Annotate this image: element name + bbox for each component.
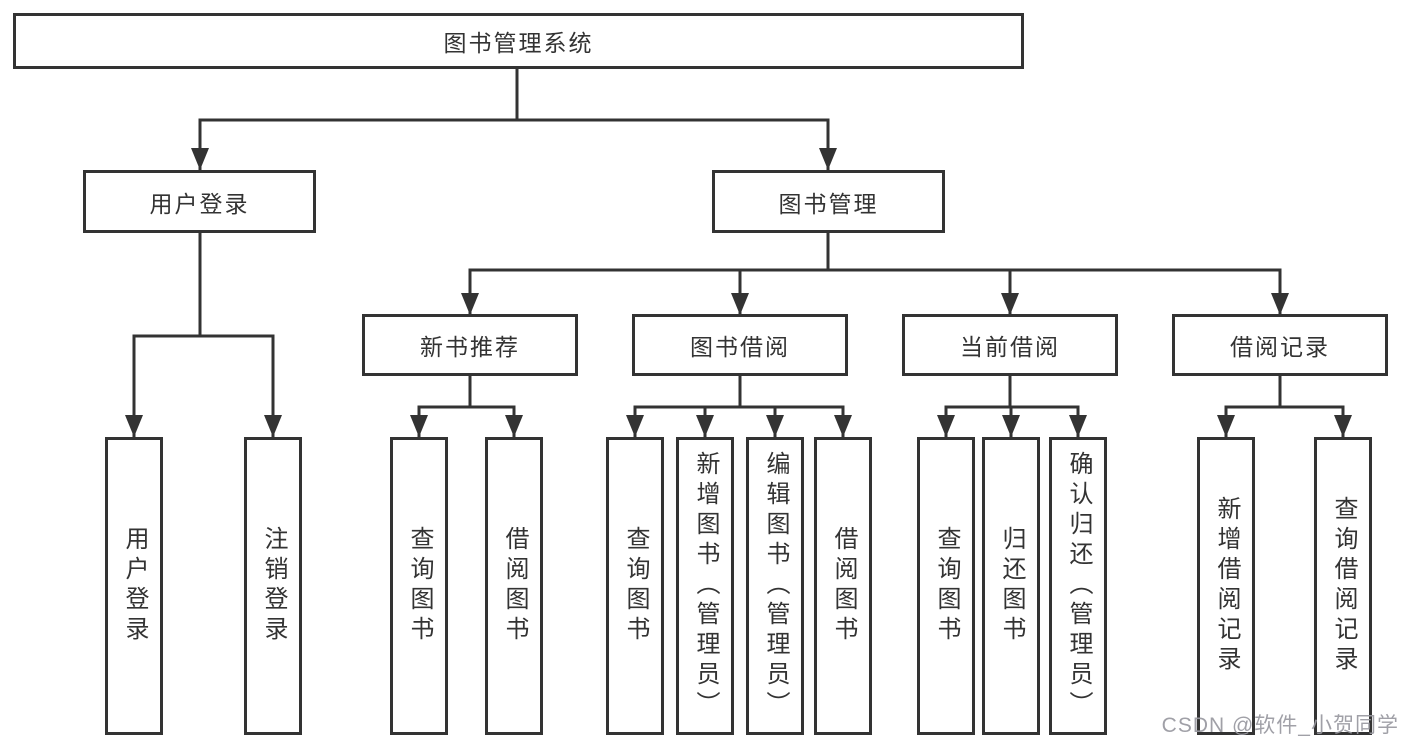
node-label: 编辑图书（管理员） <box>762 451 789 721</box>
node-confirm-return-admin: 确认归还（管理员） <box>1049 437 1107 735</box>
node-label: 查询借阅记录 <box>1330 496 1357 676</box>
node-add-borrow-record: 新增借阅记录 <box>1197 437 1255 735</box>
node-label: 用户登录 <box>121 526 148 646</box>
node-label: 用户登录 <box>149 190 250 217</box>
node-borrow-books-recommend: 借阅图书 <box>485 437 543 735</box>
node-label: 当前借阅 <box>960 334 1060 360</box>
node-book-borrowing: 图书借阅 <box>632 314 848 376</box>
node-add-books-admin: 新增图书（管理员） <box>676 437 734 735</box>
node-label: 查询图书 <box>622 526 649 646</box>
node-user-login: 用户登录 <box>105 437 163 735</box>
node-label: 借阅记录 <box>1230 334 1330 360</box>
node-query-books-recommend: 查询图书 <box>390 437 448 735</box>
node-library-management-system: 图书管理系统 <box>13 13 1024 69</box>
node-label: 借阅图书 <box>830 526 857 646</box>
node-label: 确认归还（管理员） <box>1065 451 1092 721</box>
node-label: 图书管理 <box>778 190 879 217</box>
node-label: 注销登录 <box>260 526 287 646</box>
node-label: 新增图书（管理员） <box>692 451 719 721</box>
node-label: 借阅图书 <box>501 526 528 646</box>
node-borrowing-records: 借阅记录 <box>1172 314 1388 376</box>
node-label: 查询图书 <box>406 526 433 646</box>
node-query-books-borrowing: 查询图书 <box>606 437 664 735</box>
node-label: 新增借阅记录 <box>1213 496 1240 676</box>
node-current-borrowing: 当前借阅 <box>902 314 1118 376</box>
node-edit-books-admin: 编辑图书（管理员） <box>746 437 804 735</box>
node-borrow-books: 借阅图书 <box>814 437 872 735</box>
node-label: 归还图书 <box>998 526 1025 646</box>
node-new-book-recommendation: 新书推荐 <box>362 314 578 376</box>
node-logout: 注销登录 <box>244 437 302 735</box>
connector-rails <box>132 67 1345 409</box>
node-label: 新书推荐 <box>420 334 520 360</box>
node-return-books: 归还图书 <box>982 437 1040 735</box>
node-label: 图书借阅 <box>690 334 790 360</box>
node-book-management-module: 图书管理 <box>712 170 945 233</box>
node-query-books-current: 查询图书 <box>917 437 975 735</box>
node-query-borrow-record: 查询借阅记录 <box>1314 437 1372 735</box>
csdn-watermark: CSDN @软件_小贺同学 <box>1161 714 1399 737</box>
node-user-login-module: 用户登录 <box>83 170 316 233</box>
node-label: 图书管理系统 <box>443 30 594 56</box>
node-label: 查询图书 <box>933 526 960 646</box>
